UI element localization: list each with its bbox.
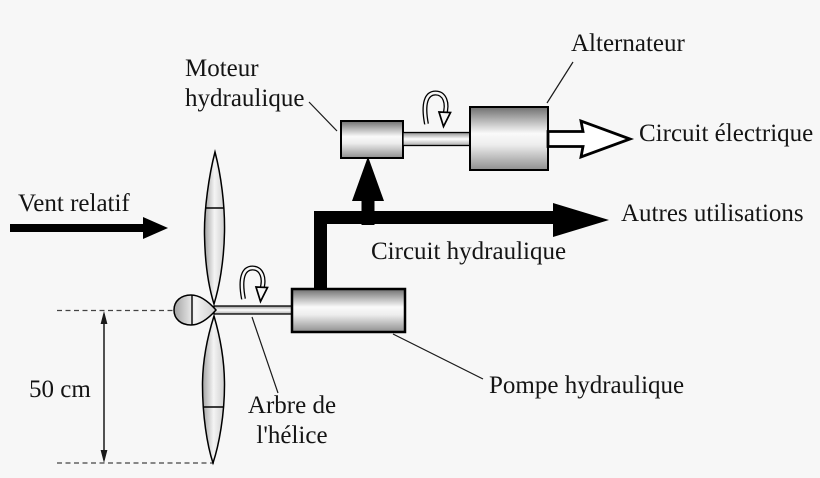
measure-label: 50 cm [29,376,91,403]
leader-alternator [546,61,574,104]
leader-motor [308,101,338,132]
other-uses-label: Autres utilisations [621,200,804,227]
motor-body [340,120,404,159]
alternator-body [469,106,549,171]
shaft-label-line2: l'hélice [256,422,328,449]
propeller-hub [173,294,218,326]
measure-arrow-icon [100,311,108,463]
shaft-label-line1: Arbre de [247,392,337,419]
motor-label-line1: Moteur [185,55,259,82]
pump-label: Pompe hydraulique [489,372,685,399]
motor-feed-arrow-icon [352,156,384,225]
leader-shaft [251,316,279,394]
pump-body [290,287,407,334]
propeller-blade-top [203,149,226,307]
shaft-label: Arbre de l'hélice [242,391,342,451]
leader-pump [392,333,484,380]
alternator-label: Alternateur [571,30,685,57]
rotation-arrow-icon [422,90,452,129]
wind-arrow-icon [10,217,168,239]
hydraulic-circuit-label: Circuit hydraulique [371,238,567,265]
motor-label-line2: hydraulique [185,85,305,112]
propeller-blade-bottom [201,313,226,466]
hydraulic-pipe-arrow-icon [553,203,609,237]
electric-circuit-label: Circuit électrique [639,120,814,147]
propeller-shaft [213,305,294,315]
electric-output-arrow-icon [546,118,635,160]
motor-alternator-shaft [402,131,471,147]
motor-label: Moteur hydraulique [185,54,304,114]
wind-label: Vent relatif [18,190,130,217]
rotation-arrow-icon [239,265,269,304]
